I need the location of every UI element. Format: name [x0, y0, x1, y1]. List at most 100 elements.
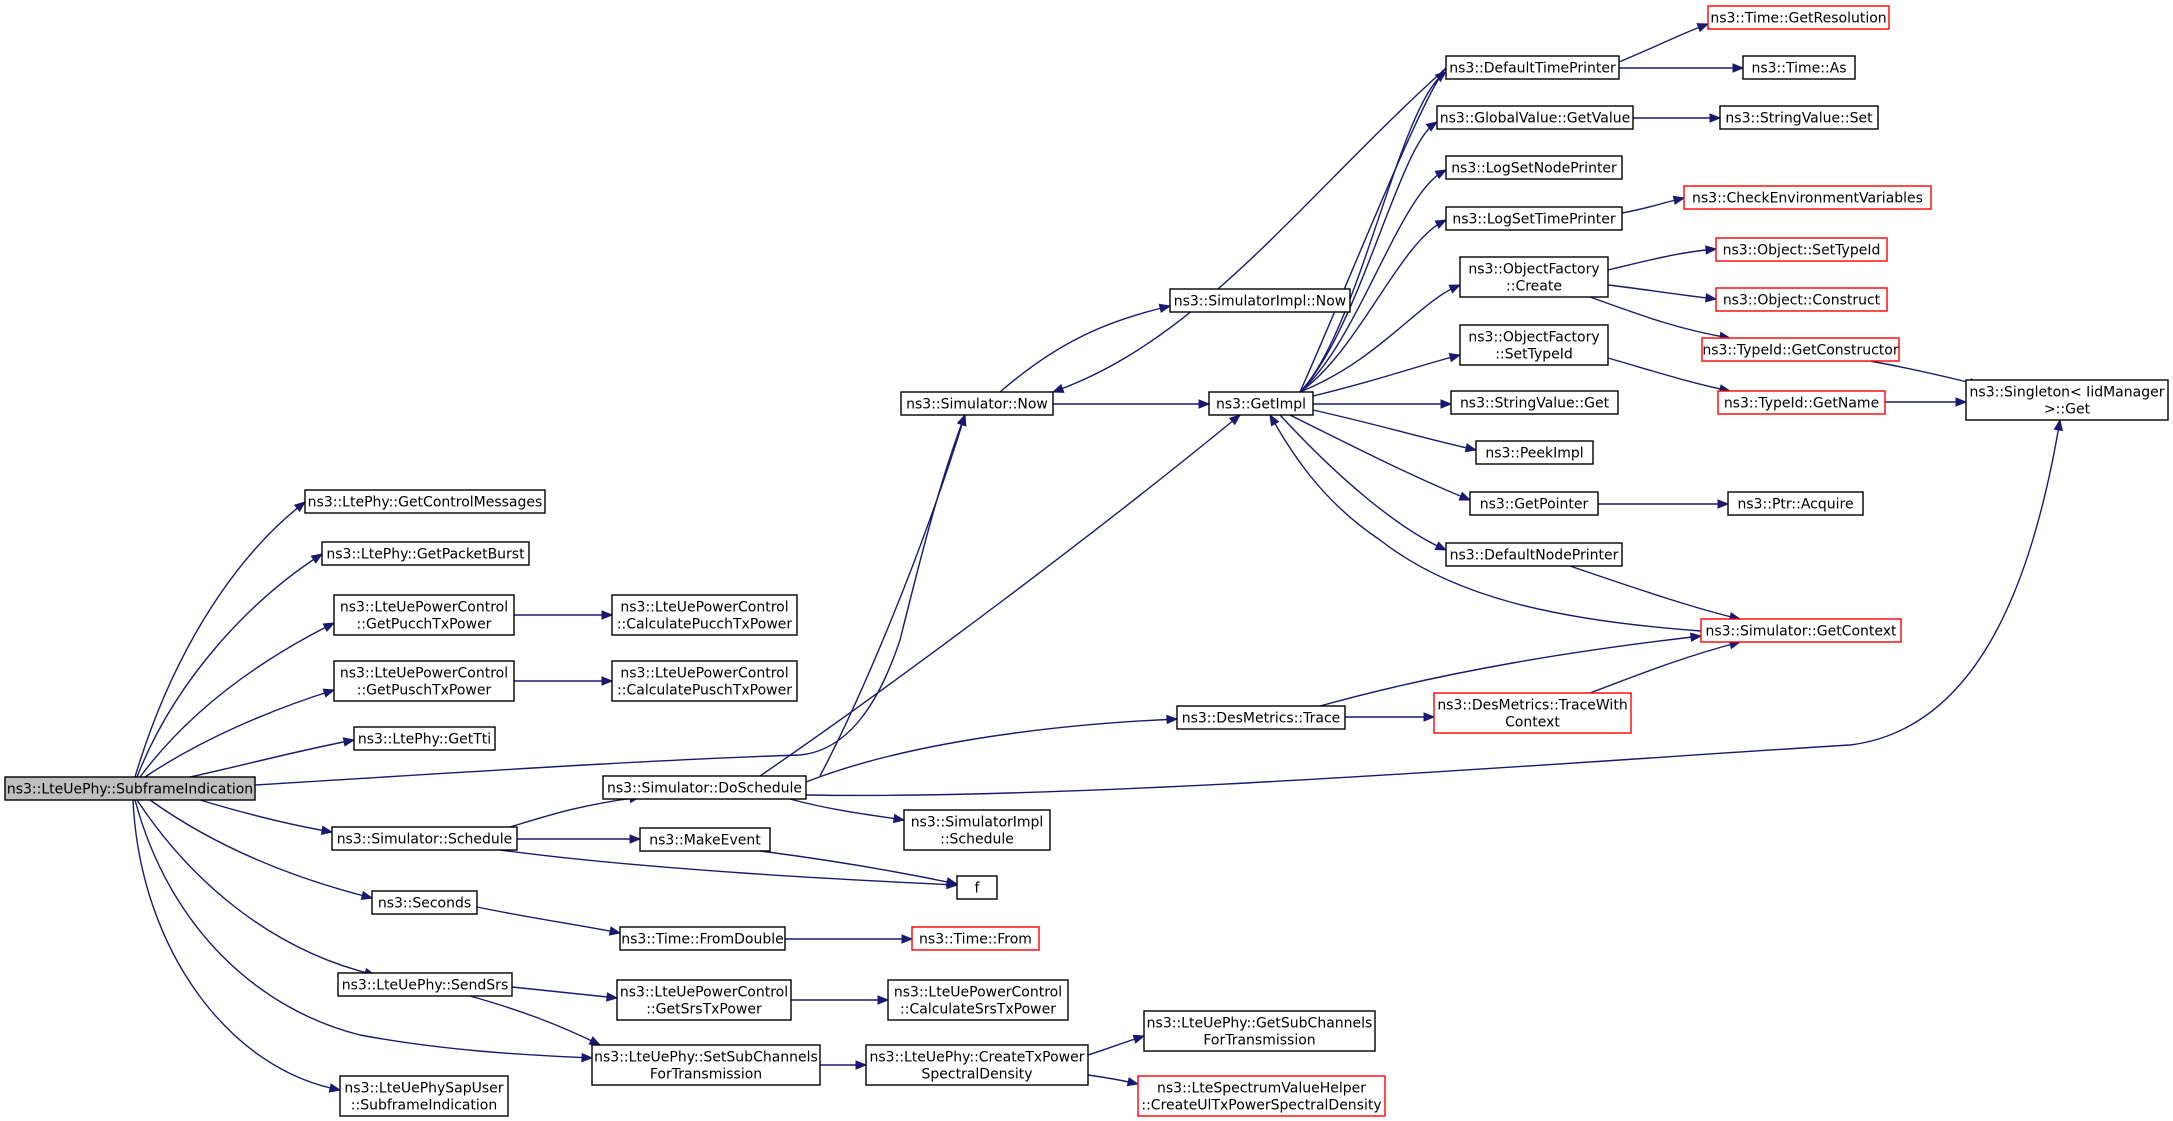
node-box[interactable] — [1208, 391, 1314, 416]
node-makeevent[interactable]: ns3::MakeEvent — [639, 827, 771, 852]
node-doschedule[interactable]: ns3::Simulator::DoSchedule — [602, 775, 807, 800]
node-box[interactable] — [371, 890, 478, 915]
node-fromdouble[interactable]: ns3::Time::FromDouble — [619, 926, 786, 951]
node-getctrl[interactable]: ns3::LtePhy::GetControlMessages — [304, 489, 546, 514]
node-setsub[interactable]: ns3::LteUePhy::SetSubChannelsForTransmis… — [591, 1044, 821, 1086]
node-box[interactable] — [1715, 287, 1888, 312]
node-box[interactable] — [1176, 705, 1346, 730]
node-getpointer[interactable]: ns3::GetPointer — [1469, 491, 1599, 516]
node-pucch[interactable]: ns3::LteUePowerControl::GetPucchTxPower — [333, 594, 515, 636]
node-pusch[interactable]: ns3::LteUePowerControl::GetPuschTxPower — [333, 660, 515, 702]
node-box[interactable] — [304, 489, 546, 514]
node-box[interactable] — [321, 541, 530, 566]
node-checkenv[interactable]: ns3::CheckEnvironmentVariables — [1683, 185, 1932, 210]
node-getimpl[interactable]: ns3::GetImpl — [1208, 391, 1314, 416]
node-box[interactable] — [903, 809, 1051, 851]
node-box[interactable] — [611, 594, 798, 636]
node-simimplnow[interactable]: ns3::SimulatorImpl::Now — [1169, 288, 1351, 313]
node-simnow[interactable]: ns3::Simulator::Now — [900, 391, 1054, 416]
node-box[interactable] — [331, 826, 518, 851]
node-svset[interactable]: ns3::StringValue::Set — [1719, 105, 1879, 130]
node-getsrs[interactable]: ns3::LteUePowerControl::GetSrsTxPower — [616, 979, 792, 1021]
node-box[interactable] — [1445, 206, 1623, 231]
node-box[interactable] — [339, 1075, 509, 1117]
node-box[interactable] — [611, 660, 798, 702]
node-box[interactable] — [1717, 390, 1886, 415]
node-box[interactable] — [1436, 105, 1634, 130]
node-defnodeprinter[interactable]: ns3::DefaultNodePrinter — [1445, 542, 1623, 567]
node-box[interactable] — [1475, 440, 1594, 465]
node-getctor[interactable]: ns3::TypeId::GetConstructor — [1701, 337, 1900, 362]
node-deftimeprinter[interactable]: ns3::DefaultTimePrinter — [1445, 55, 1620, 80]
node-box[interactable] — [1701, 337, 1900, 362]
node-box[interactable] — [1459, 324, 1609, 366]
node-calcpucch[interactable]: ns3::LteUePowerControl::CalculatePucchTx… — [611, 594, 798, 636]
node-logsettime[interactable]: ns3::LogSetTimePrinter — [1445, 206, 1623, 231]
node-box[interactable] — [1683, 185, 1932, 210]
node-box[interactable] — [619, 926, 786, 951]
node-box[interactable] — [1715, 237, 1888, 262]
node-gettti[interactable]: ns3::LtePhy::GetTti — [353, 726, 496, 751]
node-destrace[interactable]: ns3::DesMetrics::Trace — [1176, 705, 1346, 730]
node-box[interactable] — [602, 775, 807, 800]
node-box[interactable] — [639, 827, 771, 852]
node-box[interactable] — [1965, 379, 2169, 421]
node-getcontext[interactable]: ns3::Simulator::GetContext — [1700, 618, 1902, 643]
node-calcsrs[interactable]: ns3::LteUePowerControl::CalculateSrsTxPo… — [887, 979, 1069, 1021]
node-createul[interactable]: ns3::LteSpectrumValueHelper::CreateUlTxP… — [1137, 1075, 1386, 1117]
node-schedule[interactable]: ns3::Simulator::Schedule — [331, 826, 518, 851]
node-getname[interactable]: ns3::TypeId::GetName — [1717, 390, 1886, 415]
node-box[interactable] — [1433, 692, 1632, 734]
node-gvgetvalue[interactable]: ns3::GlobalValue::GetValue — [1436, 105, 1634, 130]
node-singleton[interactable]: ns3::Singleton< IidManager >::Get — [1965, 379, 2169, 421]
node-box[interactable] — [887, 979, 1069, 1021]
node-box[interactable] — [1469, 491, 1599, 516]
node-box[interactable] — [1707, 5, 1890, 30]
node-seconds[interactable]: ns3::Seconds — [371, 890, 478, 915]
node-calcpusch[interactable]: ns3::LteUePowerControl::CalculatePuschTx… — [611, 660, 798, 702]
node-box[interactable] — [4, 776, 256, 801]
node-box[interactable] — [337, 972, 513, 997]
node-box[interactable] — [1719, 105, 1879, 130]
node-box[interactable] — [900, 391, 1054, 416]
node-getpkt[interactable]: ns3::LtePhy::GetPacketBurst — [321, 541, 530, 566]
node-box[interactable] — [333, 594, 515, 636]
node-box[interactable] — [1459, 256, 1609, 298]
node-box[interactable] — [353, 726, 496, 751]
node-ofsettypeid[interactable]: ns3::ObjectFactory::SetTypeId — [1459, 324, 1609, 366]
node-box[interactable] — [956, 875, 998, 900]
node-timeas[interactable]: ns3::Time::As — [1742, 55, 1856, 80]
node-box[interactable] — [1727, 491, 1864, 516]
node-objconstruct[interactable]: ns3::Object::Construct — [1715, 287, 1888, 312]
node-createtx[interactable]: ns3::LteUePhy::CreateTxPowerSpectralDens… — [865, 1044, 1089, 1086]
node-sendsrs[interactable]: ns3::LteUePhy::SendSrs — [337, 972, 513, 997]
node-f[interactable]: f — [956, 875, 998, 900]
node-timefrom[interactable]: ns3::Time::From — [911, 926, 1040, 951]
node-svget[interactable]: ns3::StringValue::Get — [1450, 390, 1619, 415]
node-box[interactable] — [865, 1044, 1089, 1086]
node-box[interactable] — [1742, 55, 1856, 80]
node-root[interactable]: ns3::LteUePhy::SubframeIndication — [4, 776, 256, 801]
node-ofcreate[interactable]: ns3::ObjectFactory::Create — [1459, 256, 1609, 298]
node-logsetnode[interactable]: ns3::LogSetNodePrinter — [1445, 155, 1623, 180]
node-simimplsched[interactable]: ns3::SimulatorImpl::Schedule — [903, 809, 1051, 851]
node-box[interactable] — [1445, 55, 1620, 80]
node-peekimpl[interactable]: ns3::PeekImpl — [1475, 440, 1594, 465]
node-sapuser[interactable]: ns3::LteUePhySapUser::SubframeIndication — [339, 1075, 509, 1117]
node-box[interactable] — [1450, 390, 1619, 415]
node-getres[interactable]: ns3::Time::GetResolution — [1707, 5, 1890, 30]
node-box[interactable] — [1445, 542, 1623, 567]
node-ptracquire[interactable]: ns3::Ptr::Acquire — [1727, 491, 1864, 516]
node-box[interactable] — [1169, 288, 1351, 313]
node-getsub[interactable]: ns3::LteUePhy::GetSubChannelsForTransmis… — [1143, 1010, 1376, 1052]
node-box[interactable] — [1137, 1075, 1386, 1117]
node-box[interactable] — [591, 1044, 821, 1086]
node-box[interactable] — [1445, 155, 1623, 180]
node-box[interactable] — [333, 660, 515, 702]
node-box[interactable] — [1700, 618, 1902, 643]
node-box[interactable] — [1143, 1010, 1376, 1052]
node-box[interactable] — [911, 926, 1040, 951]
node-box[interactable] — [616, 979, 792, 1021]
node-objsettypeid[interactable]: ns3::Object::SetTypeId — [1715, 237, 1888, 262]
